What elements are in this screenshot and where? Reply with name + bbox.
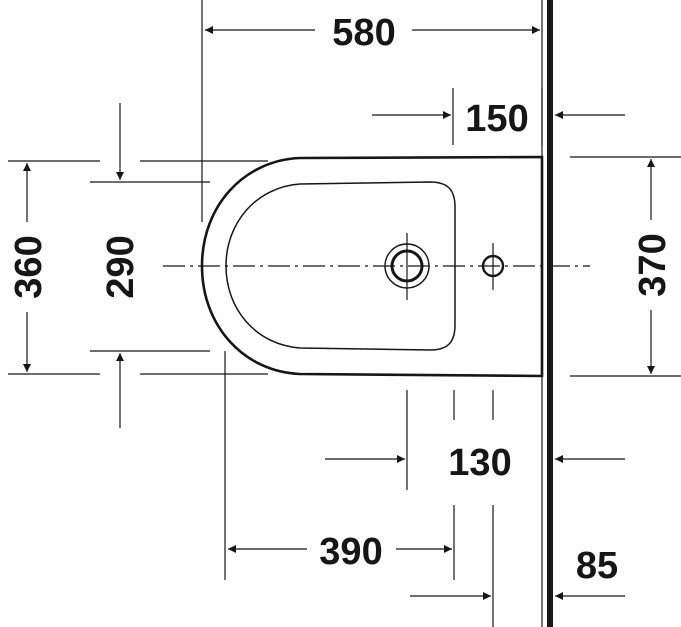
dim-inner-bowl-width: 290 xyxy=(100,235,142,298)
wall-line xyxy=(547,0,553,627)
bidet-inner-bowl xyxy=(225,181,456,351)
dim-front-to-waste: 390 xyxy=(319,531,382,573)
dim-overall-width: 360 xyxy=(8,235,50,298)
dim-rear-width: 370 xyxy=(632,233,674,296)
dim-waste-to-wall: 130 xyxy=(448,442,511,484)
dim-overall-length: 580 xyxy=(332,12,395,54)
dim-tap-hole-to-wall: 150 xyxy=(465,98,528,140)
dim-fixing-to-wall: 85 xyxy=(576,545,618,587)
